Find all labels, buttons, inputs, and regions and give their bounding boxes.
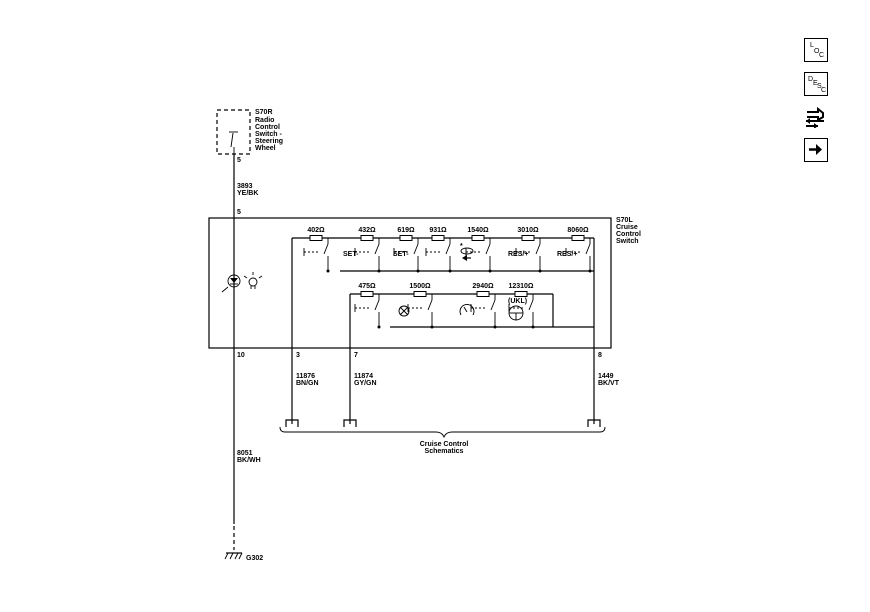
top-resistor-value: 3010Ω: [517, 227, 539, 234]
radio-switch-desc-4: Steering: [255, 138, 283, 145]
pin-10: 10: [237, 352, 245, 359]
top-resistor-value: 8060Ω: [567, 227, 589, 234]
desc-letter-d: D: [808, 76, 814, 83]
top-resistor: [309, 235, 323, 241]
cruise-switch-box: [208, 217, 612, 349]
wire-11874-color: GY/GN: [354, 380, 377, 387]
pin-3: 3: [296, 352, 300, 359]
cruise-switch-desc-3: Switch: [616, 238, 639, 245]
top-resistor: [431, 235, 445, 241]
bottom-resistor-value: 12310Ω: [508, 283, 533, 290]
top-resistor-value: 432Ω: [358, 227, 376, 234]
switch-label-res-2: RES/+: [557, 251, 577, 258]
speedometer-icon: [459, 303, 475, 316]
wire-11876-color: BN/GN: [296, 380, 319, 387]
top-resistor: [521, 235, 535, 241]
svg-text:*: *: [460, 243, 463, 250]
bottom-resistor: [476, 291, 490, 297]
diode-icon: [221, 274, 241, 293]
top-switch-group: [303, 238, 592, 273]
location-view-button[interactable]: L O C: [804, 38, 828, 62]
pin-7: 7: [354, 352, 358, 359]
bottom-resistor-value: 1500Ω: [409, 283, 431, 290]
bottom-switch-contact: [470, 294, 497, 329]
radio-switch-contact-symbol: [229, 131, 238, 154]
bottom-resistor-value: 475Ω: [358, 283, 376, 290]
top-switch-contact: [354, 238, 381, 273]
radio-switch-desc-1: Radio: [255, 117, 274, 124]
top-resistor-value: 931Ω: [429, 227, 447, 234]
description-view-button[interactable]: D E S C: [804, 72, 828, 96]
lamp-icon: [243, 272, 263, 289]
wire-1449-circuit: 1449: [598, 373, 614, 380]
cruise-schematics-label-2: Schematics: [425, 448, 464, 455]
arrow-right-icon: [809, 144, 822, 155]
ground-icon: [224, 552, 243, 560]
connector-end-8: [587, 419, 601, 427]
bottom-resistor: [413, 291, 427, 297]
desc-letter-s: S: [817, 83, 822, 90]
wire-3893-color: YE/BK: [237, 190, 258, 197]
wire-1449-color: BK/VT: [598, 380, 620, 387]
cruise-schematics-label-1: Cruise Control: [420, 441, 469, 448]
wire-11876-circuit: 11876: [296, 373, 315, 380]
bottom-switch-contact: [407, 294, 434, 329]
top-resistor: [571, 235, 585, 241]
bottom-switch-contact: [354, 294, 381, 329]
switch-label-set-2: SET-: [393, 251, 409, 258]
top-switch-contact: [515, 238, 542, 273]
top-switch-contact: [393, 238, 420, 273]
radio-switch-pin: 5: [237, 157, 241, 164]
wire-11874-circuit: 11874: [354, 373, 373, 380]
bottom-resistor-value: 2940Ω: [472, 283, 494, 290]
cruise-switch-top-pin: 5: [237, 209, 241, 216]
top-resistor-group: 402Ω 432Ω 619Ω 931Ω 1540Ω 3010Ω 8060Ω: [307, 227, 589, 241]
wire-8051-circuit: 8051: [237, 450, 253, 457]
top-resistor: [360, 235, 374, 241]
connector-end-3: [285, 419, 299, 427]
top-resistor-value: 1540Ω: [467, 227, 489, 234]
top-resistor-value: 402Ω: [307, 227, 325, 234]
top-resistor-value: 619Ω: [397, 227, 415, 234]
connector-view-button[interactable]: [804, 104, 828, 129]
top-switch-contact: [303, 238, 330, 273]
cruise-switch-desc-2: Control: [616, 231, 641, 238]
schematics-brace: [279, 426, 606, 439]
ukl-label: (UKL): [508, 298, 527, 305]
loc-letter-l: L: [810, 42, 814, 49]
radio-switch-desc-2: Control: [255, 124, 280, 131]
wire-3893-circuit: 3893: [237, 183, 253, 190]
bottom-resistor-group: 475Ω 1500Ω 2940Ω 12310Ω: [358, 283, 534, 297]
steering-wheel-icon: [508, 305, 524, 321]
switch-label-res-1: RES/+: [508, 251, 528, 258]
top-switch-contact: [465, 238, 492, 273]
speed-adjust-icon: *: [460, 243, 474, 261]
cruise-switch-id: S70L: [616, 217, 633, 224]
cruise-switch-desc-1: Cruise: [616, 224, 638, 231]
desc-letter-c: C: [821, 87, 827, 94]
bottom-switch-group: [354, 294, 535, 329]
top-resistor: [471, 235, 485, 241]
bottom-resistor: [360, 291, 374, 297]
radio-switch-desc-5: Wheel: [255, 145, 276, 152]
connector-icon: [806, 106, 824, 129]
ground-id: G302: [246, 555, 263, 562]
top-resistor: [399, 235, 413, 241]
top-switch-contact: [425, 238, 452, 273]
radio-switch-id: S70R: [255, 109, 273, 116]
radio-switch-desc-3: Switch -: [255, 131, 283, 138]
top-switch-contact: [565, 238, 592, 273]
next-page-button[interactable]: [804, 138, 828, 162]
wire-8051-color: BK/WH: [237, 457, 261, 464]
bottom-resistor: [514, 291, 528, 297]
pin-8: 8: [598, 352, 602, 359]
cancel-x-icon: [398, 305, 410, 317]
loc-letter-o: O: [814, 48, 820, 55]
desc-letter-e: E: [813, 80, 818, 87]
switch-label-set-1: SET-: [343, 251, 359, 258]
connector-end-7: [343, 419, 357, 427]
loc-letter-c: C: [819, 52, 825, 59]
